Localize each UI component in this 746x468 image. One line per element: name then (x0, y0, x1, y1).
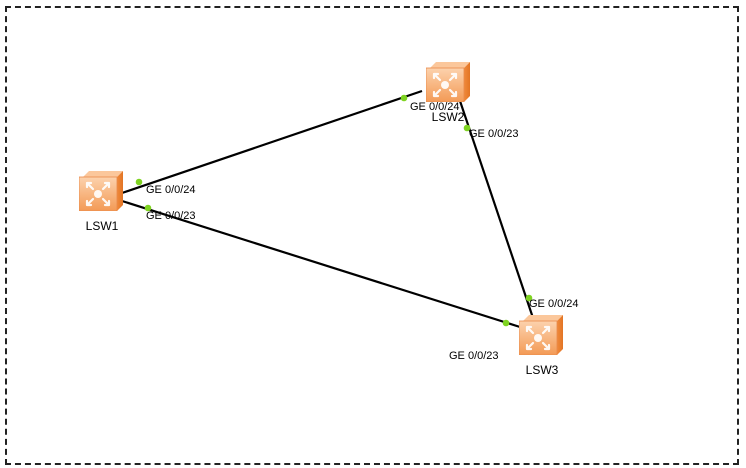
port-status-dot (144, 204, 152, 212)
ports-layer: GE 0/0/24 GE 0/0/24 GE 0/0/23 GE 0/0/23 GE 0… (135, 94, 579, 362)
port-label-lsw2: GE 0/0/24 (410, 101, 460, 113)
links-layer (121, 89, 535, 329)
switch-icon[interactable] (79, 171, 123, 211)
port-label-lsw1: GE 0/0/24 (146, 184, 196, 196)
device-label: LSW3 (526, 363, 559, 377)
device-lsw2[interactable]: LSW2 (426, 62, 470, 124)
link-lsw2-lsw3[interactable] (456, 94, 535, 319)
port-status-dot (525, 294, 533, 302)
canvas-frame (5, 6, 739, 465)
port-label-lsw1: GE 0/0/23 (146, 210, 196, 222)
switch-icon[interactable] (426, 62, 470, 102)
port-status-dot (463, 124, 471, 132)
device-lsw1[interactable]: LSW1 (79, 171, 123, 233)
port-status-dot (400, 94, 408, 102)
device-label: LSW2 (432, 110, 465, 124)
port-status-dot (135, 178, 143, 186)
port-label-lsw2: GE 0/0/23 (469, 128, 519, 140)
device-lsw3[interactable]: LSW3 (519, 315, 563, 377)
link-lsw1-lsw3[interactable] (121, 199, 521, 329)
link-lsw1-lsw2[interactable] (121, 89, 423, 195)
port-label-lsw3: GE 0/0/24 (529, 298, 579, 310)
port-status-dot (502, 319, 510, 327)
switch-icon[interactable] (519, 315, 563, 355)
device-label: LSW1 (86, 219, 119, 233)
port-label-lsw3: GE 0/0/23 (449, 350, 499, 362)
